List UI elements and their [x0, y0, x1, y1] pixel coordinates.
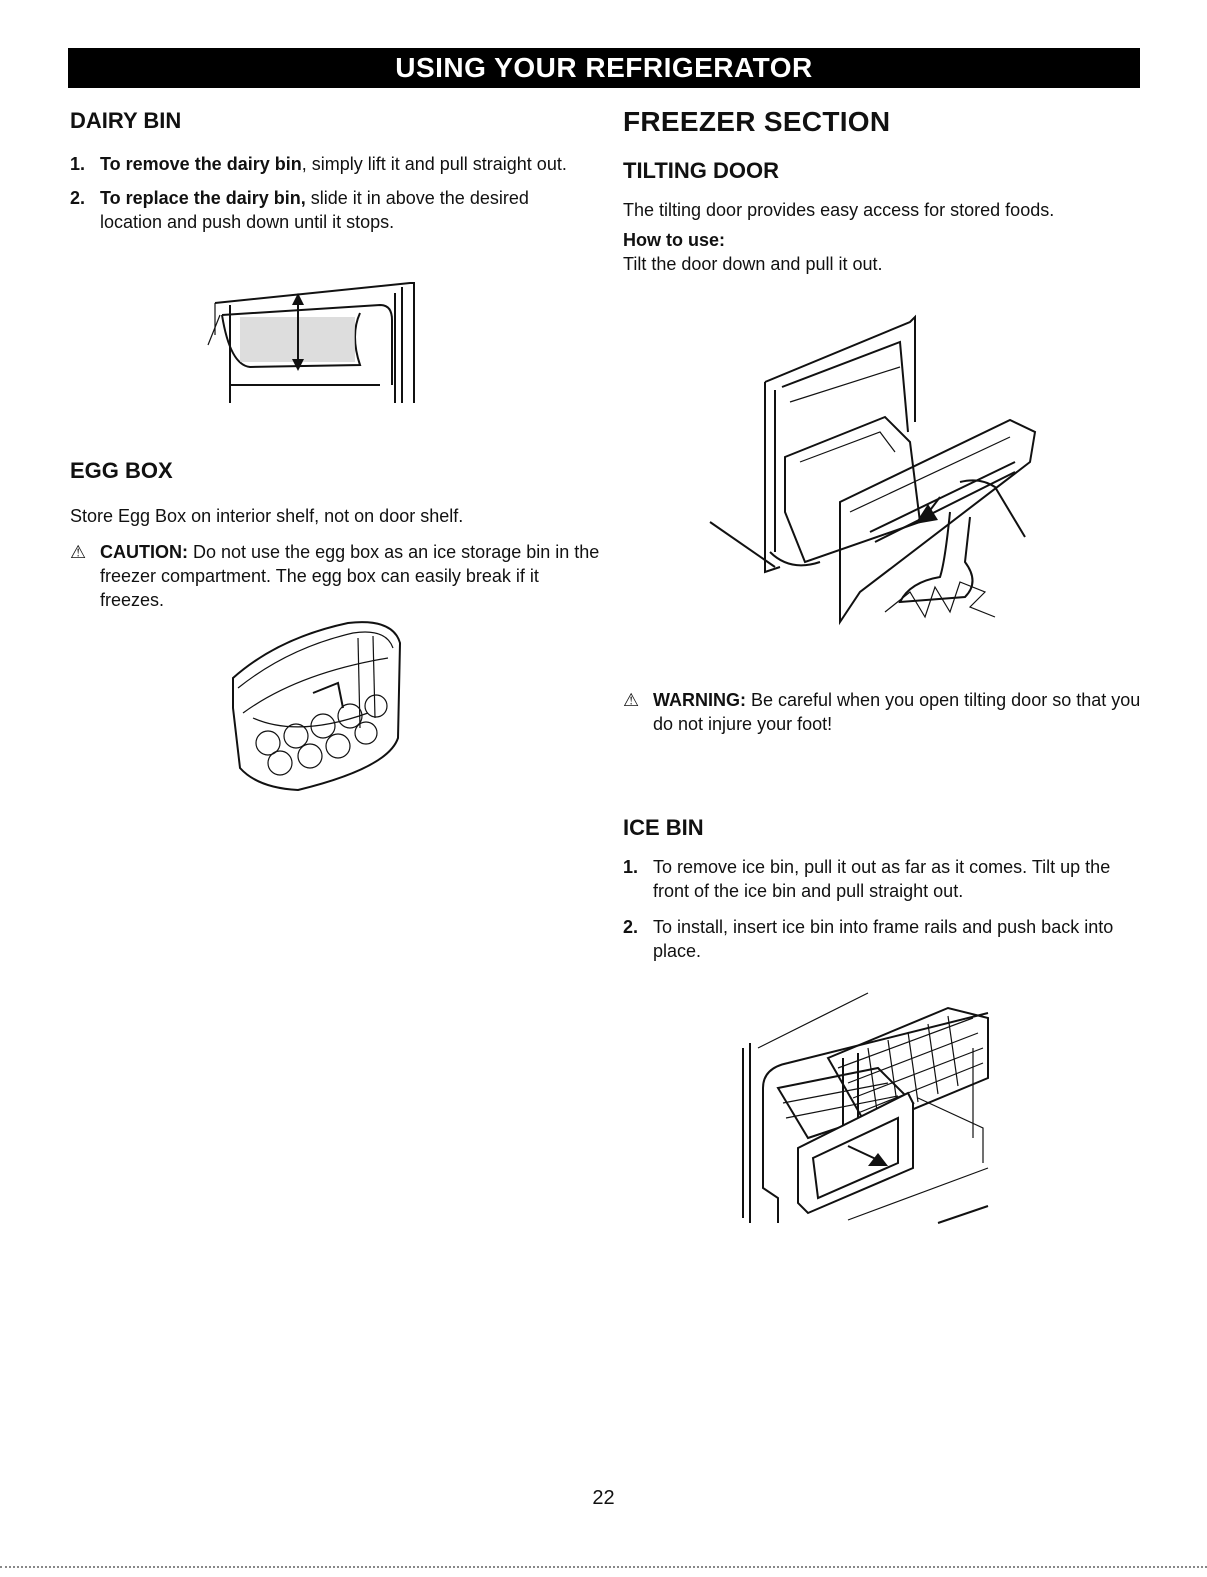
ice-bin-illustration	[742, 992, 989, 1224]
how-to-use-text: Tilt the door down and pull it out.	[623, 254, 883, 274]
ice-bin-step-2: 2.To install, insert ice bin into frame …	[623, 917, 1114, 961]
dairy-bin-heading: DAIRY BIN	[70, 108, 182, 133]
egg-box-illustration	[232, 621, 402, 792]
warning-icon: ⚠	[70, 542, 87, 562]
ice-bin-section: ICE BIN 1.To remove ice bin, pull it out…	[623, 815, 1143, 963]
freezer-heading: FREEZER SECTION	[623, 106, 891, 137]
bottom-divider	[0, 1566, 1207, 1568]
egg-caution: ⚠CAUTION: Do not use the egg box as an i…	[70, 542, 600, 610]
dairy-step-2: 2.To replace the dairy bin, slide it in …	[70, 188, 529, 232]
page-number: 22	[592, 1487, 615, 1509]
ice-bin-step-1: 1.To remove ice bin, pull it out as far …	[623, 857, 1111, 901]
dairy-step-1: 1.To remove the dairy bin, simply lift i…	[70, 154, 567, 174]
section-banner: USING YOUR REFRIGERATOR	[68, 48, 1140, 88]
dairy-bin-section: DAIRY BIN 1.To remove the dairy bin, sim…	[70, 108, 590, 234]
tilting-door-illustration	[709, 314, 1037, 626]
warning-icon: ⚠	[623, 690, 640, 710]
tilting-door-heading: TILTING DOOR	[623, 158, 780, 183]
how-to-use-label: How to use:	[623, 230, 725, 250]
tilting-door-warning: ⚠WARNING: Be careful when you open tilti…	[623, 690, 1141, 734]
egg-box-heading: EGG BOX	[70, 458, 173, 483]
tilting-door-text: The tilting door provides easy access fo…	[623, 200, 1055, 220]
egg-box-section: EGG BOX Store Egg Box on interior shelf,…	[70, 458, 600, 612]
freezer-section: FREEZER SECTION TILTING DOOR The tilting…	[623, 106, 1143, 276]
ice-bin-heading: ICE BIN	[623, 815, 704, 840]
dairy-bin-illustration	[207, 282, 415, 403]
egg-box-text: Store Egg Box on interior shelf, not on …	[70, 506, 464, 526]
